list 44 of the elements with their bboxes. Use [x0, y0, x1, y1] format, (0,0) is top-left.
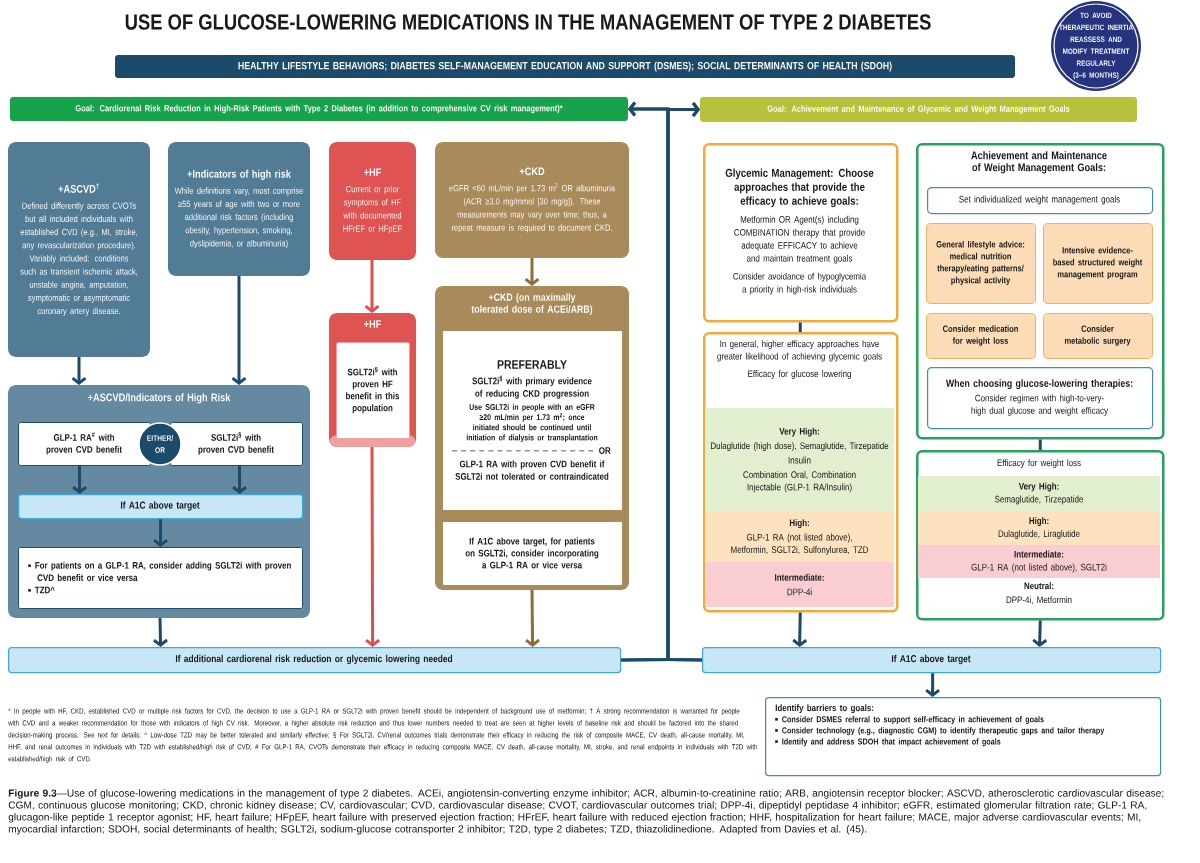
recommendation-box: SGLT2i$^{§}$ with proven HF benefit in this population: [336, 342, 410, 439]
arrow: [925, 673, 940, 697]
decision-bar: If A1C above target: [18, 494, 304, 520]
banner: HEALTHY LIFESTYLE BEHAVIORS; DIABETES SELF-MANAGEMENT EDUCATION AND SUPPORT (DSMES); SOCIAL DETERMINANTS OF HEALTH (SDOH): [115, 55, 1015, 78]
arrow: [364, 260, 380, 313]
decision-bar: If additional cardiorenal risk reduction or glycemic lowering needed: [8, 647, 622, 674]
condition-box: +ASCVD$^{†}$ Defined differently across CVOTs but all included individuals with established CVD (e.g., MI, stroke, any revascularization procedure). Variably included: conditions such as transient ischemic attack, unstable angina, amputation, symptomatic or asymptomatic coronary artery disease.: [8, 142, 150, 357]
arrow: [153, 519, 168, 547]
recommendation-box: For patients on a GLP-1 RA, consider adding SGLT2i with proven CVD benefit or vice versa TZD^: [18, 547, 303, 609]
advice-box: Consider medication for weight loss: [926, 313, 1036, 359]
advice-box: General lifestyle advice: medical nutrition therapy/eating patterns/ physical activity: [926, 223, 1036, 304]
arrow: [1032, 620, 1048, 647]
goal-box: Set individualized weight management goals: [927, 187, 1154, 215]
condition-box: +CKD eGFR <60 mL/min per 1.73 m$^{2}$ OR albuminuria (ACR ≥3.0 mg/mmol [30 mg/g]). These measurements may vary over time; thus, a repeat measure is required to document CKD.: [435, 142, 629, 258]
arrow: [71, 357, 87, 385]
condition-box: +HF Current or prior symptoms of HF with documented HFrEF or HFpEF: [329, 142, 416, 260]
barriers-box: Identify barriers to goals: Consider DSMES referral to support self-efficacy in achievement of goals Consider technology (e.g., diagnostic CGM) to identify therapeutic gaps and tailor therapy Identify and address SDOH that impact achievement of goals: [765, 697, 1162, 777]
advice-box: Intensive evidence-based structured weight management program: [1043, 223, 1153, 304]
goal-banner: Goal: Achievement and Maintenance of Glycemic and Weight Management Goals: [700, 97, 1137, 122]
recommendation-box: If A1C above target, for patients on SGLT2i, consider incorporating a GLP-1 RA or vice versa: [442, 521, 623, 586]
arrow: [72, 466, 87, 494]
arrow: [792, 612, 808, 647]
advice-box: When choosing glucose-lowering therapies: Consider regimen with high-to-very-high dual glucose and weight efficacy: [927, 367, 1154, 430]
recommendation-box: PREFERABLY SGLT2i$^{§}$ with primary evidence of reducing CKD progression Use SGLT2i in people with an eGFR ≥20 mL/min per 1.73 m$^{2}$; once initiated should be continued until initiation of dialysis or transplantation OR GLP-1 RA with proven CVD benefit if SGLT2i not tolerated or contraindicated: [442, 330, 623, 511]
arrow: [153, 617, 168, 647]
efficacy-band: Intermediate: GLP-1 RA (not listed above), SGLT2i: [918, 545, 1160, 578]
title: USE OF GLUCOSE-LOWERING MEDICATIONS IN THE MANAGEMENT OF TYPE 2 DIABETES: [125, 14, 931, 30]
efficacy-band: Very High: Semaglutide, Tirzepatide: [918, 476, 1160, 511]
arrow: [525, 590, 540, 647]
arrow: [524, 258, 540, 286]
arrow: [231, 276, 247, 385]
decision-bar: If A1C above target: [702, 647, 1162, 674]
efficacy-band: High: GLP-1 RA (not listed above), Metformin, SGLT2i, Sulfonylurea, TZD: [705, 512, 894, 562]
advice-box: Consider metabolic surgery: [1043, 313, 1153, 359]
goal-box: Glycemic Management: Choose approaches that provide the efficacy to achieve goals: Metformin OR Agent(s) including COMBINATION therapy that provide adequate EFFICACY to achieve and maintain treatment goals Consider avoidance of hypoglycemia a priority in high-risk individuals: [703, 143, 899, 323]
efficacy-band: Very High: Dulaglutide (high dose), Semaglutide, Tirzepatide Insulin Combination Oral, Combination Injectable (GLP-1 RA/Insulin): [705, 408, 894, 512]
arrow: [365, 447, 380, 647]
condition-box: +Indicators of high risk While definitions vary, most comprise ≥55 years of age with two or more additional risk factors (including obesity, hypertension, smoking, dyslipidemia, or albuminuria): [168, 142, 310, 276]
caption: Figure 9.3—Use of glucose-lowering medications in the management of type 2 diabetes. ACEi, angiotensin-converting enzyme inhibitor; ACR, albumin-to-creatinine ratio; ARB, angiotensin receptor blocker; ASCVD, atherosclerotic cardiovascular disease; CGM, continuous glucose monitoring; CKD, chronic kidney disease; CV, cardiovascular; CVD, cardiovascular disease; CVOT, cardiovascular outcomes trial; DPP-4i, dipeptidyl peptidase 4 inhibitor; eGFR, estimated glomerular filtration rate; GLP-1 RA, glucagon-like peptide 1 receptor agonist; HF, heart failure; HFpEF, heart failure with preserved ejection fraction; HFrEF, heart failure with reduced ejection fraction; HHF, hospitalization for heart failure; MACE, major adverse cardiovascular events; MI, myocardial infarction; SDOH, social determinants of health; SGLT2i, sodium-glucose cotransporter 2 inhibitor; T2D, type 2 diabetes; TZD, thiazolidinedione. Adapted from Davies et al. (45).: [8, 789, 1164, 835]
goal-banner: Goal: Cardiorenal Risk Reduction in High-Risk Patients with Type 2 Diabetes (in addition to comprehensive CV risk management)*: [10, 97, 628, 121]
arrow: [232, 466, 247, 494]
efficacy-band: Intermediate: DPP-4i: [705, 562, 894, 607]
efficacy-band: High: Dulaglutide, Liraglutide: [918, 511, 1160, 545]
arrow: [666, 102, 703, 662]
